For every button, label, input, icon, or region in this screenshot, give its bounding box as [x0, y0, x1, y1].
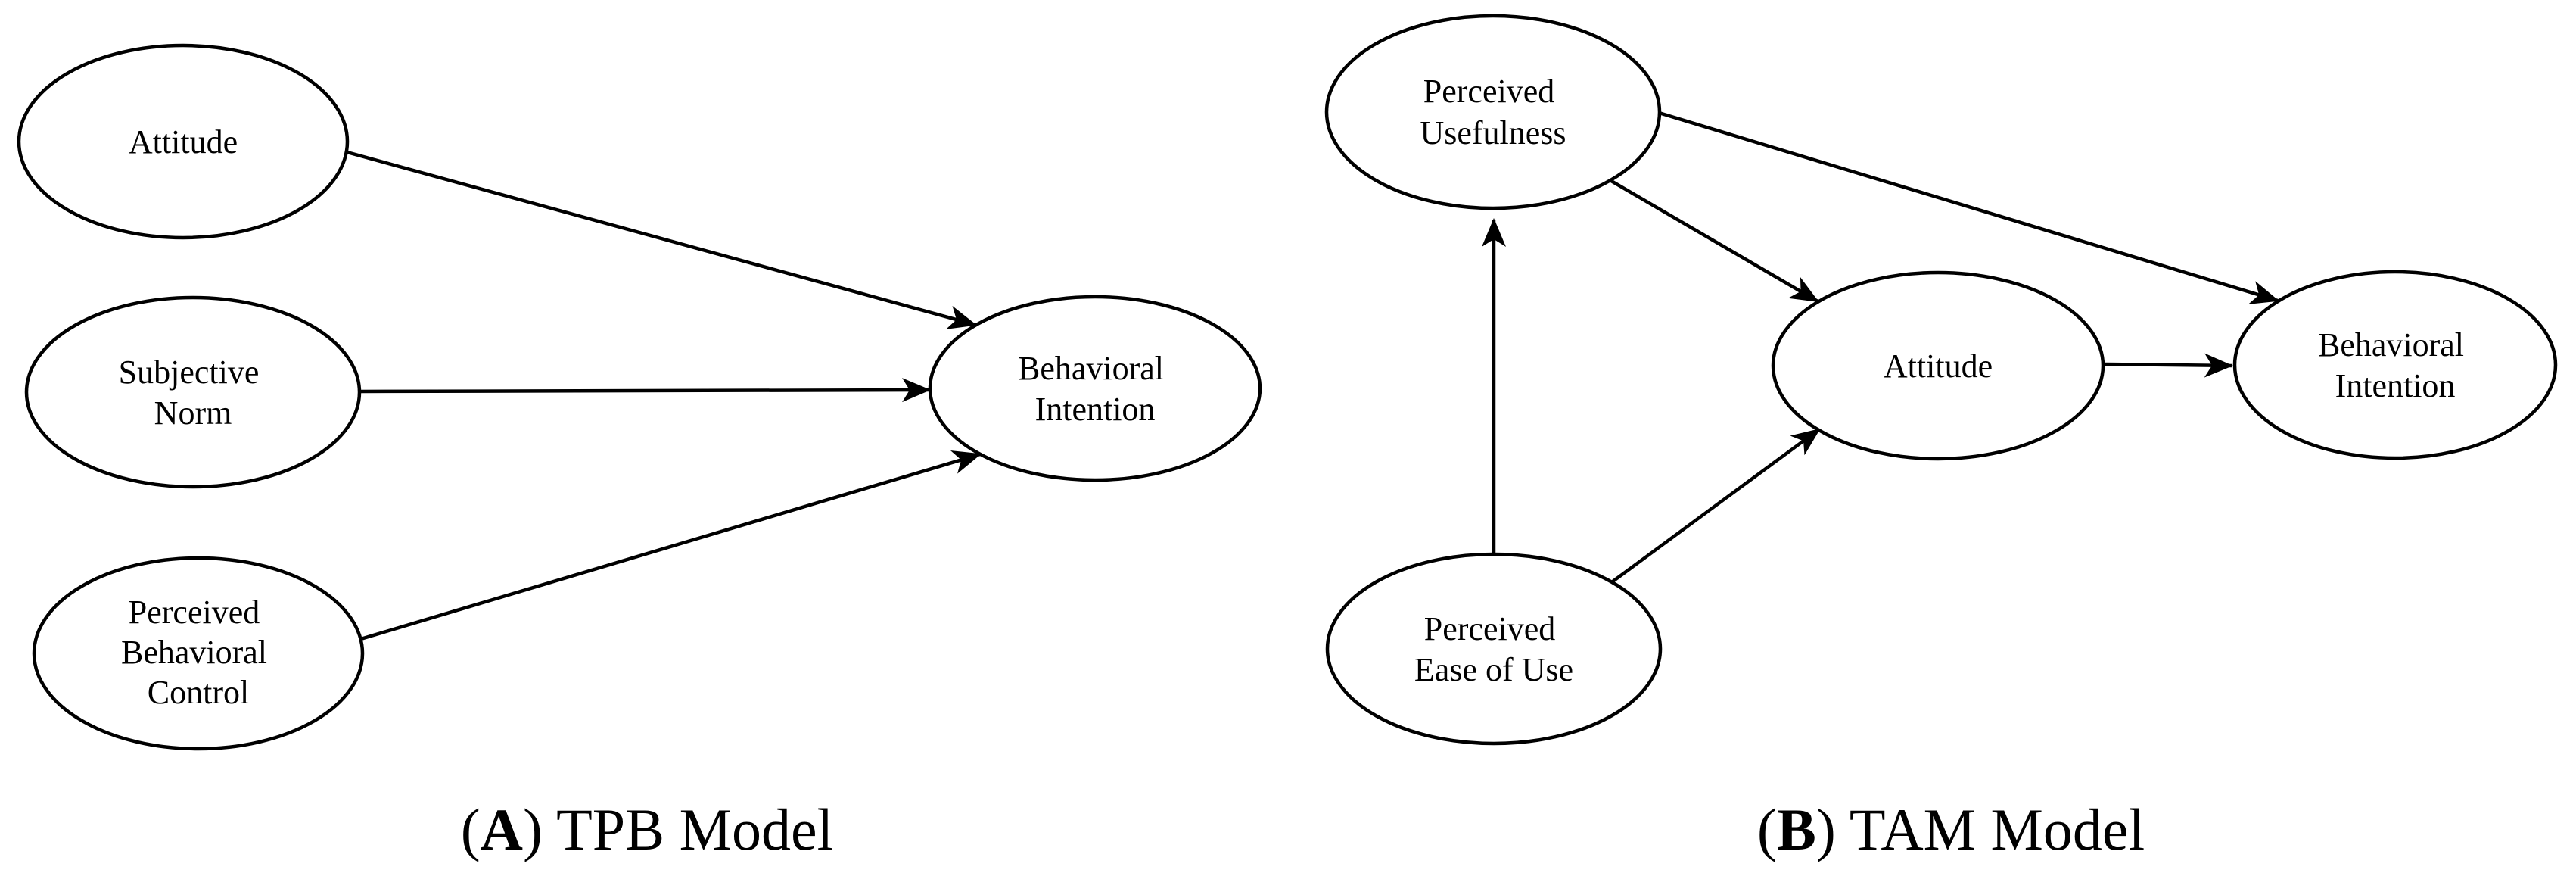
tam-node-perceived-usefulness-label: Perceived Usefulness: [1420, 73, 1566, 151]
caption-tam-open-paren: (: [1757, 797, 1777, 862]
panel-tam: Perceived Usefulness Perceived Ease of U…: [1324, 14, 2558, 862]
tam-node-attitude-label: Attitude: [1884, 348, 1993, 385]
tpb-arrow-attitude-to-behavioral-intention: [344, 149, 977, 329]
tpb-node-attitude-label: Attitude: [129, 123, 238, 161]
caption-tpb-close-paren: ): [523, 797, 543, 862]
tpb-node-subjective-norm: [24, 295, 362, 489]
tam-arrow-attitude-to-behavioral-intention: [2103, 353, 2233, 378]
tam-pu-line-2: Usefulness: [1420, 114, 1566, 151]
tpb-node-behavioral-intention: [928, 295, 1262, 482]
tpb-pbc-line-1: Perceived: [129, 594, 260, 631]
tpb-node-perceived-behavioral-control: [32, 556, 365, 751]
caption-tpb-open-paren: (: [461, 797, 481, 862]
tam-node-behavioral-intention-label: Behavioral Intention: [2318, 326, 2472, 404]
tam-peou-line-2: Ease of Use: [1414, 651, 1573, 688]
caption-tam-text: TAM Model: [1836, 797, 2145, 862]
tam-arrow-perceived-ease-of-use-to-attitude: [1611, 428, 1821, 583]
tpb-arrow-subjective-norm-to-behavioral-intention: [360, 378, 931, 403]
caption-tam-close-paren: ): [1816, 797, 1836, 862]
tam-node-behavioral-intention: [2232, 270, 2558, 460]
tpb-node-attitude: [17, 43, 350, 240]
tpb-subjective-norm-line-2: Norm: [154, 394, 232, 432]
caption-tam-letter: B: [1777, 797, 1816, 862]
tam-node-perceived-ease-of-use-label: Perceived Ease of Use: [1414, 610, 1573, 688]
tam-peou-line-1: Perceived: [1424, 610, 1555, 647]
panel-tpb: Attitude Subjective Norm Perceived Behav…: [17, 43, 1262, 862]
tam-node-perceived-usefulness: [1324, 14, 1662, 210]
tam-node-attitude: [1771, 270, 2105, 461]
tam-arrow-perceived-usefulness-to-behavioral-intention: [1656, 110, 2279, 304]
tpb-bi-line-2: Intention: [1035, 391, 1156, 428]
tam-bi-line-2: Intention: [2335, 367, 2456, 404]
tpb-node-subjective-norm-label: Subjective Norm: [119, 354, 268, 432]
tam-bi-line-1: Behavioral: [2318, 326, 2464, 363]
tam-pu-line-1: Perceived: [1423, 73, 1554, 110]
caption-tpb: (A) TPB Model: [461, 797, 834, 862]
caption-tam: (B) TAM Model: [1757, 797, 2145, 862]
tam-attitude-line-1: Attitude: [1884, 348, 1993, 385]
tpb-pbc-line-3: Control: [148, 674, 249, 711]
caption-tpb-text: TPB Model: [543, 797, 833, 862]
tpb-pbc-line-2: Behavioral: [121, 634, 267, 671]
tam-node-perceived-ease-of-use: [1325, 552, 1663, 746]
tpb-subjective-norm-line-1: Subjective: [119, 354, 260, 391]
caption-tpb-letter: A: [481, 797, 523, 862]
tpb-node-behavioral-intention-label: Behavioral Intention: [1018, 350, 1172, 428]
tam-arrow-perceived-usefulness-to-attitude: [1606, 177, 1819, 303]
tpb-attitude-line-1: Attitude: [129, 123, 238, 161]
tpb-node-perceived-behavioral-control-label: Perceived Behavioral Control: [121, 594, 275, 711]
tpb-bi-line-1: Behavioral: [1018, 350, 1164, 387]
tpb-arrow-perceived-behavioral-control-to-behavioral-intention: [355, 450, 982, 643]
